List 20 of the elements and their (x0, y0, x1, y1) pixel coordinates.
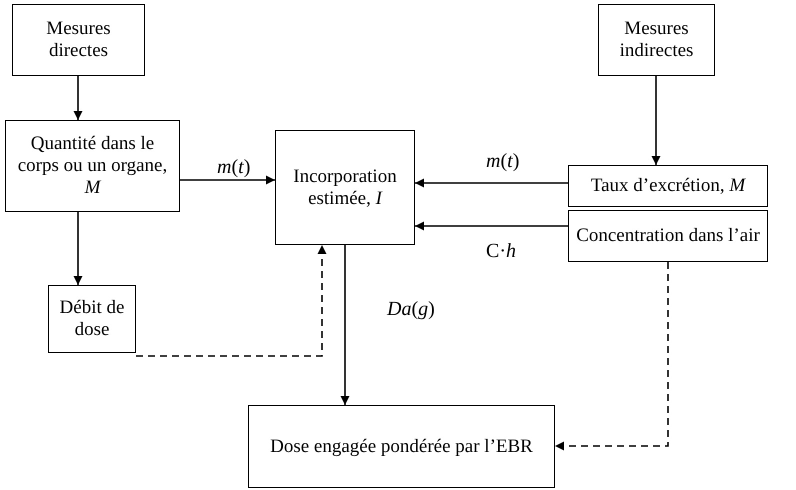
arrow (136, 245, 326, 357)
arrow (74, 212, 82, 285)
arrow (652, 76, 660, 165)
edge-label: m(t) (215, 156, 252, 179)
arrow (415, 222, 568, 230)
edge-label: Da(g) (385, 298, 437, 321)
process-box: Débit de dose (48, 285, 136, 353)
arrow (180, 176, 275, 184)
process-box: Quantité dans le corps ou un organe, M (5, 120, 180, 212)
arrow (74, 76, 82, 120)
process-box: Dose engagée pondérée par l’EBR (248, 405, 555, 488)
process-box: Mesures indirectes (598, 4, 715, 76)
arrow (340, 245, 350, 405)
process-box: Incorporation estimée, I (275, 130, 415, 245)
arrow (415, 178, 568, 188)
arrow (555, 262, 669, 450)
edge-label: m(t) (484, 150, 522, 173)
process-box: Mesures directes (12, 4, 145, 76)
process-box: Taux d’excrétion, M (568, 165, 768, 207)
process-box: Concentration dans l’air (568, 210, 768, 262)
